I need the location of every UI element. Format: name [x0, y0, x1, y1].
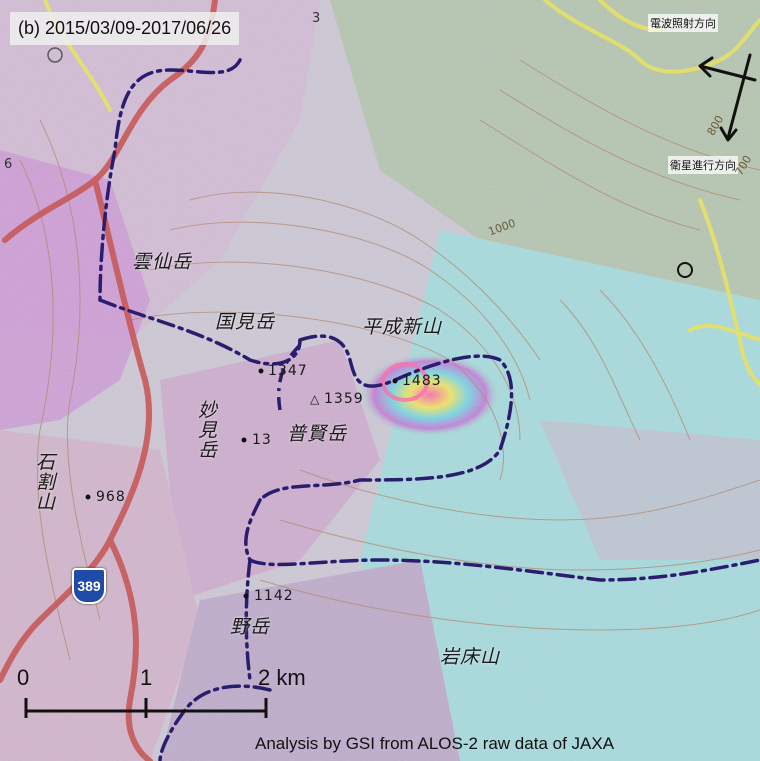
- radar-look-label: 電波照射方向: [648, 14, 718, 32]
- circle-marker-2: [47, 47, 63, 63]
- scale-tick-0: 0: [17, 665, 30, 690]
- place-iwatokosan: 岩床山: [440, 646, 501, 668]
- scale-tick-2km: 2 km: [258, 665, 306, 690]
- place-myokendake: 妙見岳: [195, 400, 217, 460]
- elevation-1142: 1142: [254, 588, 294, 604]
- elevation-points: [85, 368, 398, 599]
- elevation-1347: 1347: [268, 363, 308, 379]
- map-title: (b) 2015/03/09-2017/06/26: [10, 12, 240, 45]
- road-red: [0, 0, 218, 761]
- credit-text: Analysis by GSI from ALOS-2 raw data of …: [255, 734, 615, 753]
- scale-bar: [24, 698, 268, 718]
- contour-label-6: 6: [4, 157, 13, 172]
- circle-marker: [677, 262, 693, 278]
- scale-tick-1: 1: [140, 665, 153, 690]
- place-ishiwarisan: 石割山: [33, 452, 55, 512]
- elevation-1483: 1483: [402, 373, 442, 389]
- triangulation-mark: △: [310, 392, 320, 406]
- elevation-968: 968: [96, 489, 126, 505]
- place-nodake: 野岳: [230, 616, 271, 638]
- place-unzendake: 雲仙岳: [132, 251, 193, 273]
- place-kunimidake: 国見岳: [215, 311, 276, 333]
- road-yellow: [43, 0, 760, 387]
- satellite-heading-label: 衛星進行方向: [668, 156, 738, 174]
- route-389-shield: 389: [72, 568, 106, 604]
- direction-arrows: [698, 53, 757, 142]
- elevation-13xx: 13: [252, 432, 272, 448]
- elevation-1359: 1359: [324, 391, 364, 407]
- contour-label-3: 3: [312, 11, 321, 26]
- place-heiseishinzan: 平成新山: [362, 316, 443, 338]
- place-fugendake: 普賢岳: [287, 423, 348, 445]
